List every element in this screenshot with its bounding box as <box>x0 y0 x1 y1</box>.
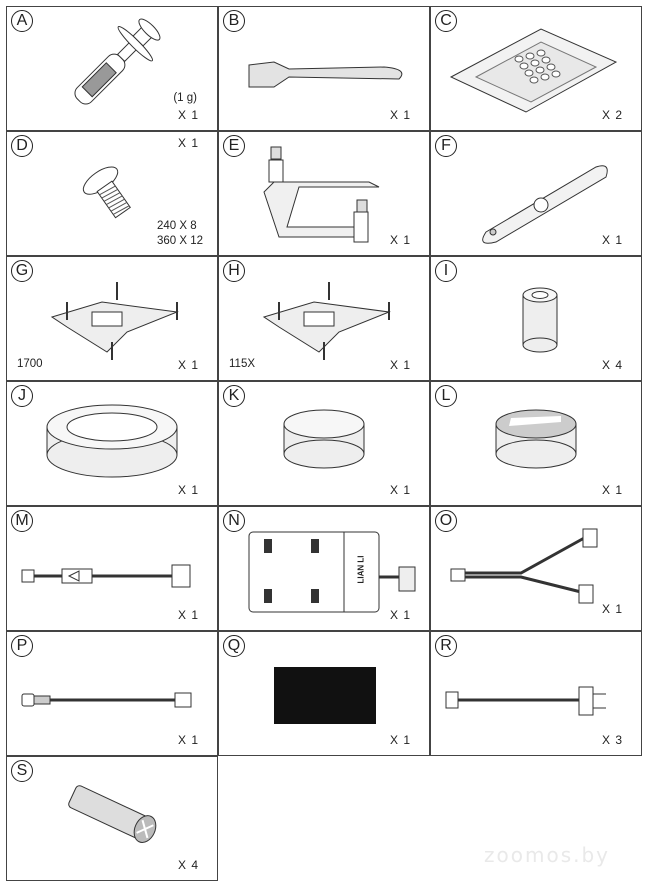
part-cell-c: C X 2 <box>430 6 642 131</box>
part-letter: D <box>11 135 33 157</box>
part-letter: C <box>435 10 457 32</box>
thermal-paste-syringe-icon <box>74 18 161 105</box>
part-note: 115X <box>229 358 256 370</box>
part-quantity: X 1 <box>177 108 199 122</box>
spatula-icon <box>248 61 403 88</box>
part-cell-d: D X 1 240 X 8 360 X 12 <box>6 131 218 256</box>
part-letter: P <box>11 635 33 657</box>
part-letter: J <box>11 385 33 407</box>
part-cell-o: O X 1 <box>430 506 642 631</box>
part-quantity: X 4 <box>177 858 199 872</box>
y-splitter-cable-icon <box>450 528 598 604</box>
part-letter: K <box>223 385 245 407</box>
spacer-icon <box>522 287 558 353</box>
part-note: 1700 <box>17 358 43 370</box>
cable-connector-icon <box>21 564 191 588</box>
part-quantity: X 1 <box>389 608 411 622</box>
standoff-screw-icon <box>68 785 157 843</box>
part-cell-g: G X 1 1700 <box>6 256 218 381</box>
part-letter: M <box>11 510 33 532</box>
part-cell-k: K X 1 <box>218 381 430 506</box>
part-letter: I <box>435 260 457 282</box>
part-cell-m: M X 1 <box>6 506 218 631</box>
part-quantity: X 1 <box>389 233 411 247</box>
part-cell-e: E X 1 <box>218 131 430 256</box>
mounting-bracket-icon <box>263 146 380 243</box>
part-quantity: X 1 <box>389 358 411 372</box>
usb-cable-icon <box>21 692 192 708</box>
backplate-1700-icon <box>50 282 179 360</box>
part-cell-b: B X 1 <box>218 6 430 131</box>
thermal-pad-sheet-icon <box>449 28 618 113</box>
part-quantity: X 1 <box>389 108 411 122</box>
part-letter: L <box>435 385 457 407</box>
part-quantity: X 4 <box>601 358 623 372</box>
watermark: zoomos.by <box>484 843 610 867</box>
hub-brand-label: LIAN LI <box>356 555 366 584</box>
part-quantity: X 1 <box>601 233 623 247</box>
part-cell-h: H X 1 115X <box>218 256 430 381</box>
part-cell-s: S X 4 <box>6 756 218 881</box>
part-quantity: X 1 <box>389 733 411 747</box>
part-letter: O <box>435 510 457 532</box>
part-letter: S <box>11 760 33 782</box>
wrench-tool-icon <box>482 165 608 244</box>
part-note: 240 X 8 360 X 12 <box>156 220 203 247</box>
part-letter: B <box>223 10 245 32</box>
part-cell-q: Q X 1 <box>218 631 430 756</box>
part-quantity: X 2 <box>601 108 623 122</box>
part-quantity: X 1 <box>389 483 411 497</box>
cap-striped-icon <box>495 409 577 469</box>
part-cell-j: J X 1 <box>6 381 218 506</box>
part-cell-a: A X 1 (1 g) <box>6 6 218 131</box>
part-quantity: X 1 <box>601 483 623 497</box>
part-cell-r: R X 3 <box>430 631 642 756</box>
part-cell-i: I X 4 <box>430 256 642 381</box>
part-quantity: X 1 <box>177 483 199 497</box>
part-quantity: X 1 <box>177 136 199 150</box>
screw-icon <box>82 166 131 219</box>
part-letter: G <box>11 260 33 282</box>
part-letter: E <box>223 135 245 157</box>
part-cell-p: P X 1 <box>6 631 218 756</box>
part-quantity: X 1 <box>177 608 199 622</box>
part-letter: H <box>223 260 245 282</box>
part-letter: N <box>223 510 245 532</box>
part-cell-l: L X 1 <box>430 381 642 506</box>
part-quantity: X 1 <box>177 733 199 747</box>
backplate-115x-icon <box>262 282 391 360</box>
ring-icon <box>46 404 178 478</box>
part-cell-f: F X 1 <box>430 131 642 256</box>
part-letter: Q <box>223 635 245 657</box>
part-quantity: X 1 <box>601 602 623 616</box>
part-letter: R <box>435 635 457 657</box>
part-note: (1 g) <box>173 92 197 104</box>
fan-cable-icon <box>445 686 606 716</box>
part-quantity: X 1 <box>177 358 199 372</box>
part-cell-n: N X 1 LIAN LI <box>218 506 430 631</box>
cap-icon <box>283 409 365 469</box>
black-pad-icon <box>274 667 376 724</box>
controller-hub-icon <box>248 531 416 613</box>
part-letter: F <box>435 135 457 157</box>
part-letter: A <box>11 10 33 32</box>
part-quantity: X 3 <box>601 733 623 747</box>
